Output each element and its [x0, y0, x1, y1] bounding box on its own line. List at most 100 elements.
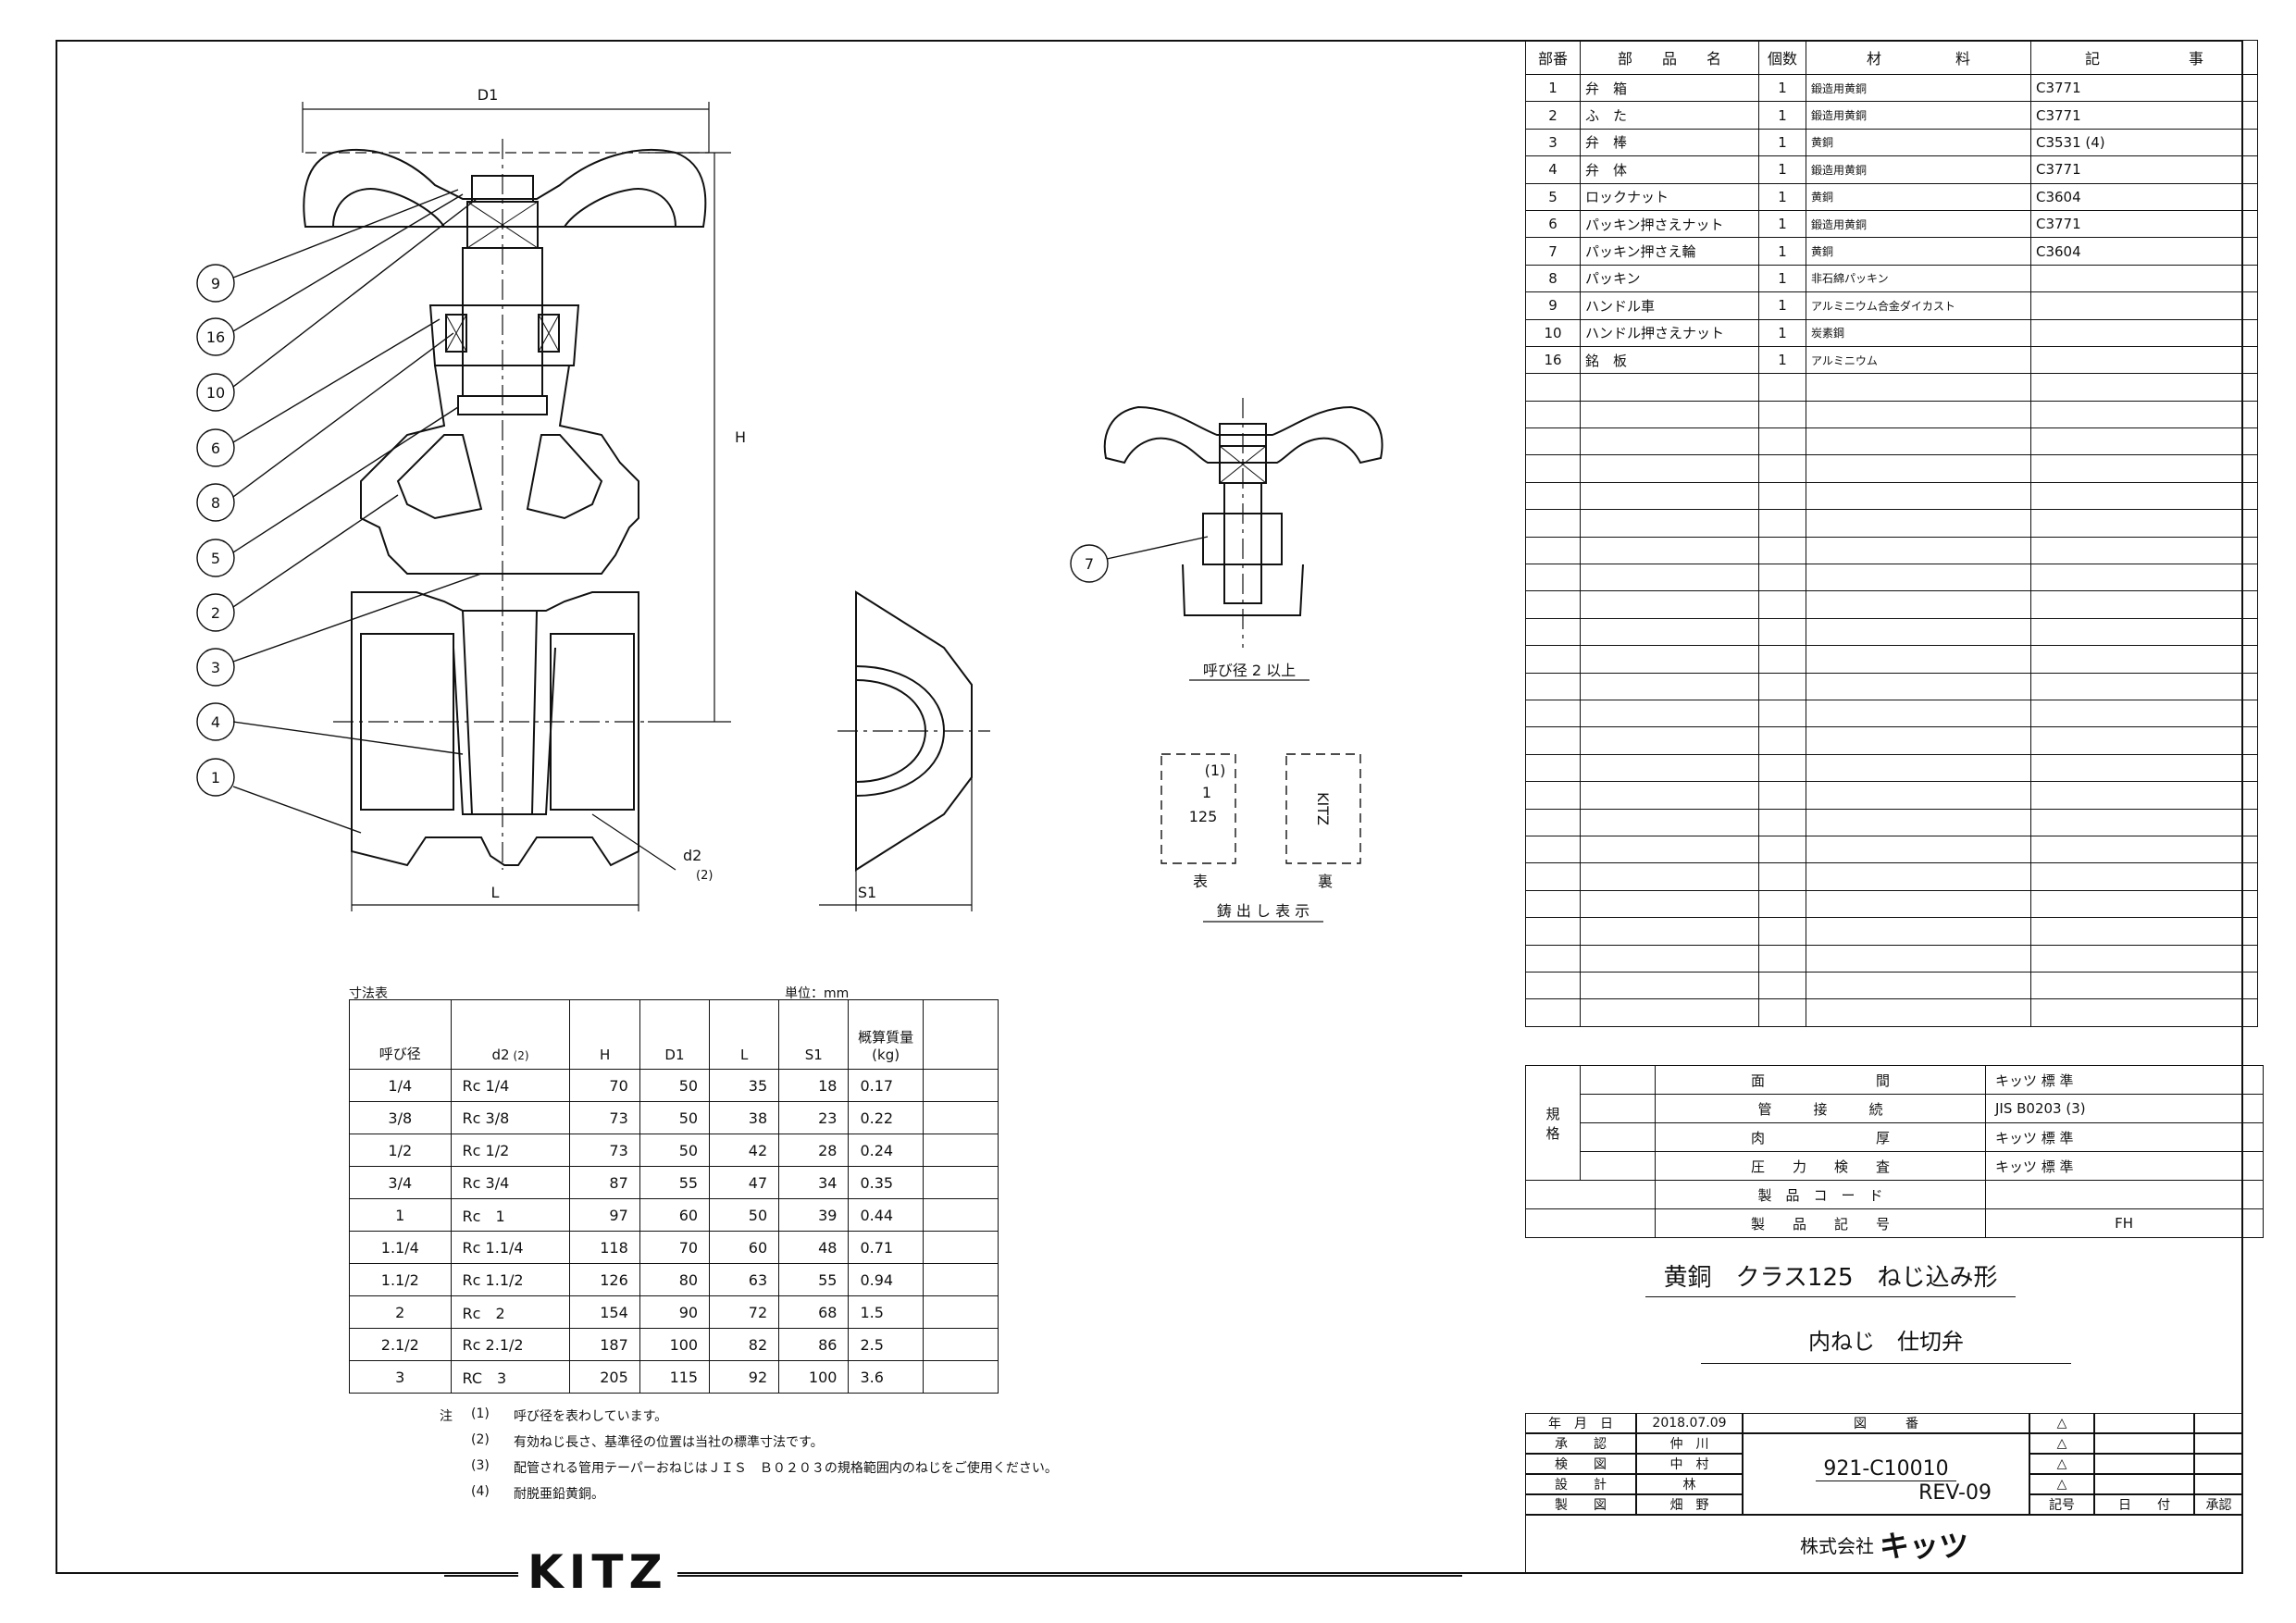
- parts-cell: C3604: [2030, 182, 2258, 211]
- dims-cell: 0.17: [848, 1069, 924, 1102]
- dims-header-text: L: [739, 1047, 749, 1063]
- dims-header-cell: [922, 999, 999, 1070]
- dims-cell: 126: [569, 1263, 640, 1296]
- parts-cell: [1525, 536, 1581, 565]
- parts-cell: [1758, 400, 1806, 429]
- table-row: 規格面 間キッツ 標 準: [1525, 1065, 2264, 1181]
- cast-front-line2: 1: [1202, 784, 1211, 801]
- balloon-5: 5: [211, 550, 220, 567]
- table-row: 圧 力 検 査キッツ 標 準: [1526, 1151, 2264, 1181]
- dims-cell: 55: [778, 1263, 850, 1296]
- parts-cell: [1580, 862, 1759, 891]
- parts-cell: [1525, 726, 1581, 755]
- parts-cell: [1758, 971, 1806, 1000]
- parts-cell: [1525, 835, 1581, 864]
- parts-cell: 1: [1758, 345, 1806, 375]
- parts-cell: [1806, 564, 2031, 592]
- dims-header-text: S1: [804, 1047, 823, 1063]
- parts-cell: [1758, 672, 1806, 700]
- parts-cell: 1: [1758, 209, 1806, 239]
- note-prefix: [440, 1458, 471, 1484]
- parts-cell: 鍛造用黄銅: [1806, 209, 2031, 239]
- parts-cell: 9: [1525, 291, 1581, 320]
- note-text: 耐脱亜鉛黄銅。: [514, 1487, 604, 1502]
- parts-cell: [1525, 509, 1581, 538]
- spec-name: 製 品 記 号: [1655, 1208, 1986, 1238]
- parts-cell: [2030, 427, 2258, 456]
- table-row: [1525, 373, 2258, 402]
- parts-cell: [1806, 536, 2031, 565]
- parts-cell: [1758, 564, 1806, 592]
- dims-cell: 3.6: [848, 1360, 924, 1394]
- dims-cell: 0.94: [848, 1263, 924, 1296]
- parts-cell: 16: [1525, 345, 1581, 375]
- dims-cell: [922, 1101, 999, 1134]
- dim-S1-label: S1: [858, 884, 876, 901]
- parts-cell: [1806, 944, 2031, 973]
- parts-cell: 3: [1525, 128, 1581, 157]
- parts-cell: [1525, 944, 1581, 973]
- balloon-7: 7: [1085, 555, 1094, 573]
- parts-cell: [2030, 345, 2258, 375]
- size-note: 呼び径 2 以上: [1203, 662, 1296, 679]
- dims-header-cell: D1: [639, 999, 711, 1070]
- dims-header-cell: S1: [778, 999, 850, 1070]
- cast-back-text: KITZ: [1314, 792, 1332, 825]
- role-name: 畑 野: [1636, 1494, 1743, 1515]
- dims-cell: 73: [569, 1101, 640, 1134]
- parts-cell: [1806, 808, 2031, 836]
- cast-front-line1: (1): [1205, 762, 1226, 779]
- rev-approval-cell: [2194, 1474, 2243, 1494]
- parts-cell: 1: [1758, 101, 1806, 130]
- dims-cell: 118: [569, 1231, 640, 1264]
- parts-cell: ハンドル車: [1580, 291, 1759, 320]
- role-name: 中 村: [1636, 1454, 1743, 1474]
- parts-cell: [1525, 454, 1581, 483]
- balloon-10: 10: [206, 384, 225, 402]
- note-line: (4)耐脱亜鉛黄銅。: [440, 1484, 1143, 1510]
- spec-name: 面 間: [1655, 1065, 1986, 1095]
- drawing-no: 921-C10010: [1816, 1457, 1956, 1481]
- cast-caption: 鋳 出 し 表 示: [1217, 902, 1309, 920]
- dims-header-text: H: [599, 1047, 611, 1063]
- parts-cell: [1758, 835, 1806, 864]
- table-row: [1525, 944, 2258, 973]
- title-area: 黄銅 クラス125 ねじ込み形 内ねじ 仕切弁: [1525, 1231, 2243, 1416]
- spec-blank: [1525, 1180, 1581, 1209]
- note-prefix: [440, 1432, 471, 1458]
- parts-cell: [1525, 373, 1581, 402]
- parts-cell: [1580, 645, 1759, 674]
- dims-cell: [922, 1360, 999, 1394]
- dims-cell: 100: [778, 1360, 850, 1394]
- dims-cell: [922, 1069, 999, 1102]
- cast-front-line3: 125: [1189, 808, 1218, 825]
- dims-cell: 87: [569, 1166, 640, 1199]
- table-row: [1525, 509, 2258, 538]
- parts-cell: [1580, 427, 1759, 456]
- dim-d2-label: d2: [683, 847, 701, 864]
- parts-cell: [1758, 889, 1806, 919]
- parts-cell: [1525, 971, 1581, 1000]
- spec-value: キッツ 標 準: [1985, 1151, 2264, 1181]
- table-row: [1525, 726, 2258, 755]
- parts-cell: [1758, 617, 1806, 647]
- rev-approval-cell: [2194, 1454, 2243, 1474]
- parts-cell: [1806, 454, 2031, 483]
- spec-blank: [1580, 1151, 1656, 1181]
- table-row: [1525, 699, 2258, 728]
- dims-cell: Rc 1.1/4: [450, 1231, 571, 1264]
- parts-header-row: 部番部 品 名個数材 料記 事: [1525, 40, 2258, 75]
- dims-cell: 34: [778, 1166, 850, 1199]
- parts-cell: [1580, 400, 1759, 429]
- dims-header-text: d2: [491, 1047, 510, 1063]
- parts-cell: [1806, 917, 2031, 946]
- spec-blank: [1580, 1208, 1656, 1238]
- parts-cell: 1: [1758, 128, 1806, 157]
- parts-cell: [1525, 672, 1581, 700]
- dims-header-cell: H: [569, 999, 640, 1070]
- dims-cell: [922, 1328, 999, 1361]
